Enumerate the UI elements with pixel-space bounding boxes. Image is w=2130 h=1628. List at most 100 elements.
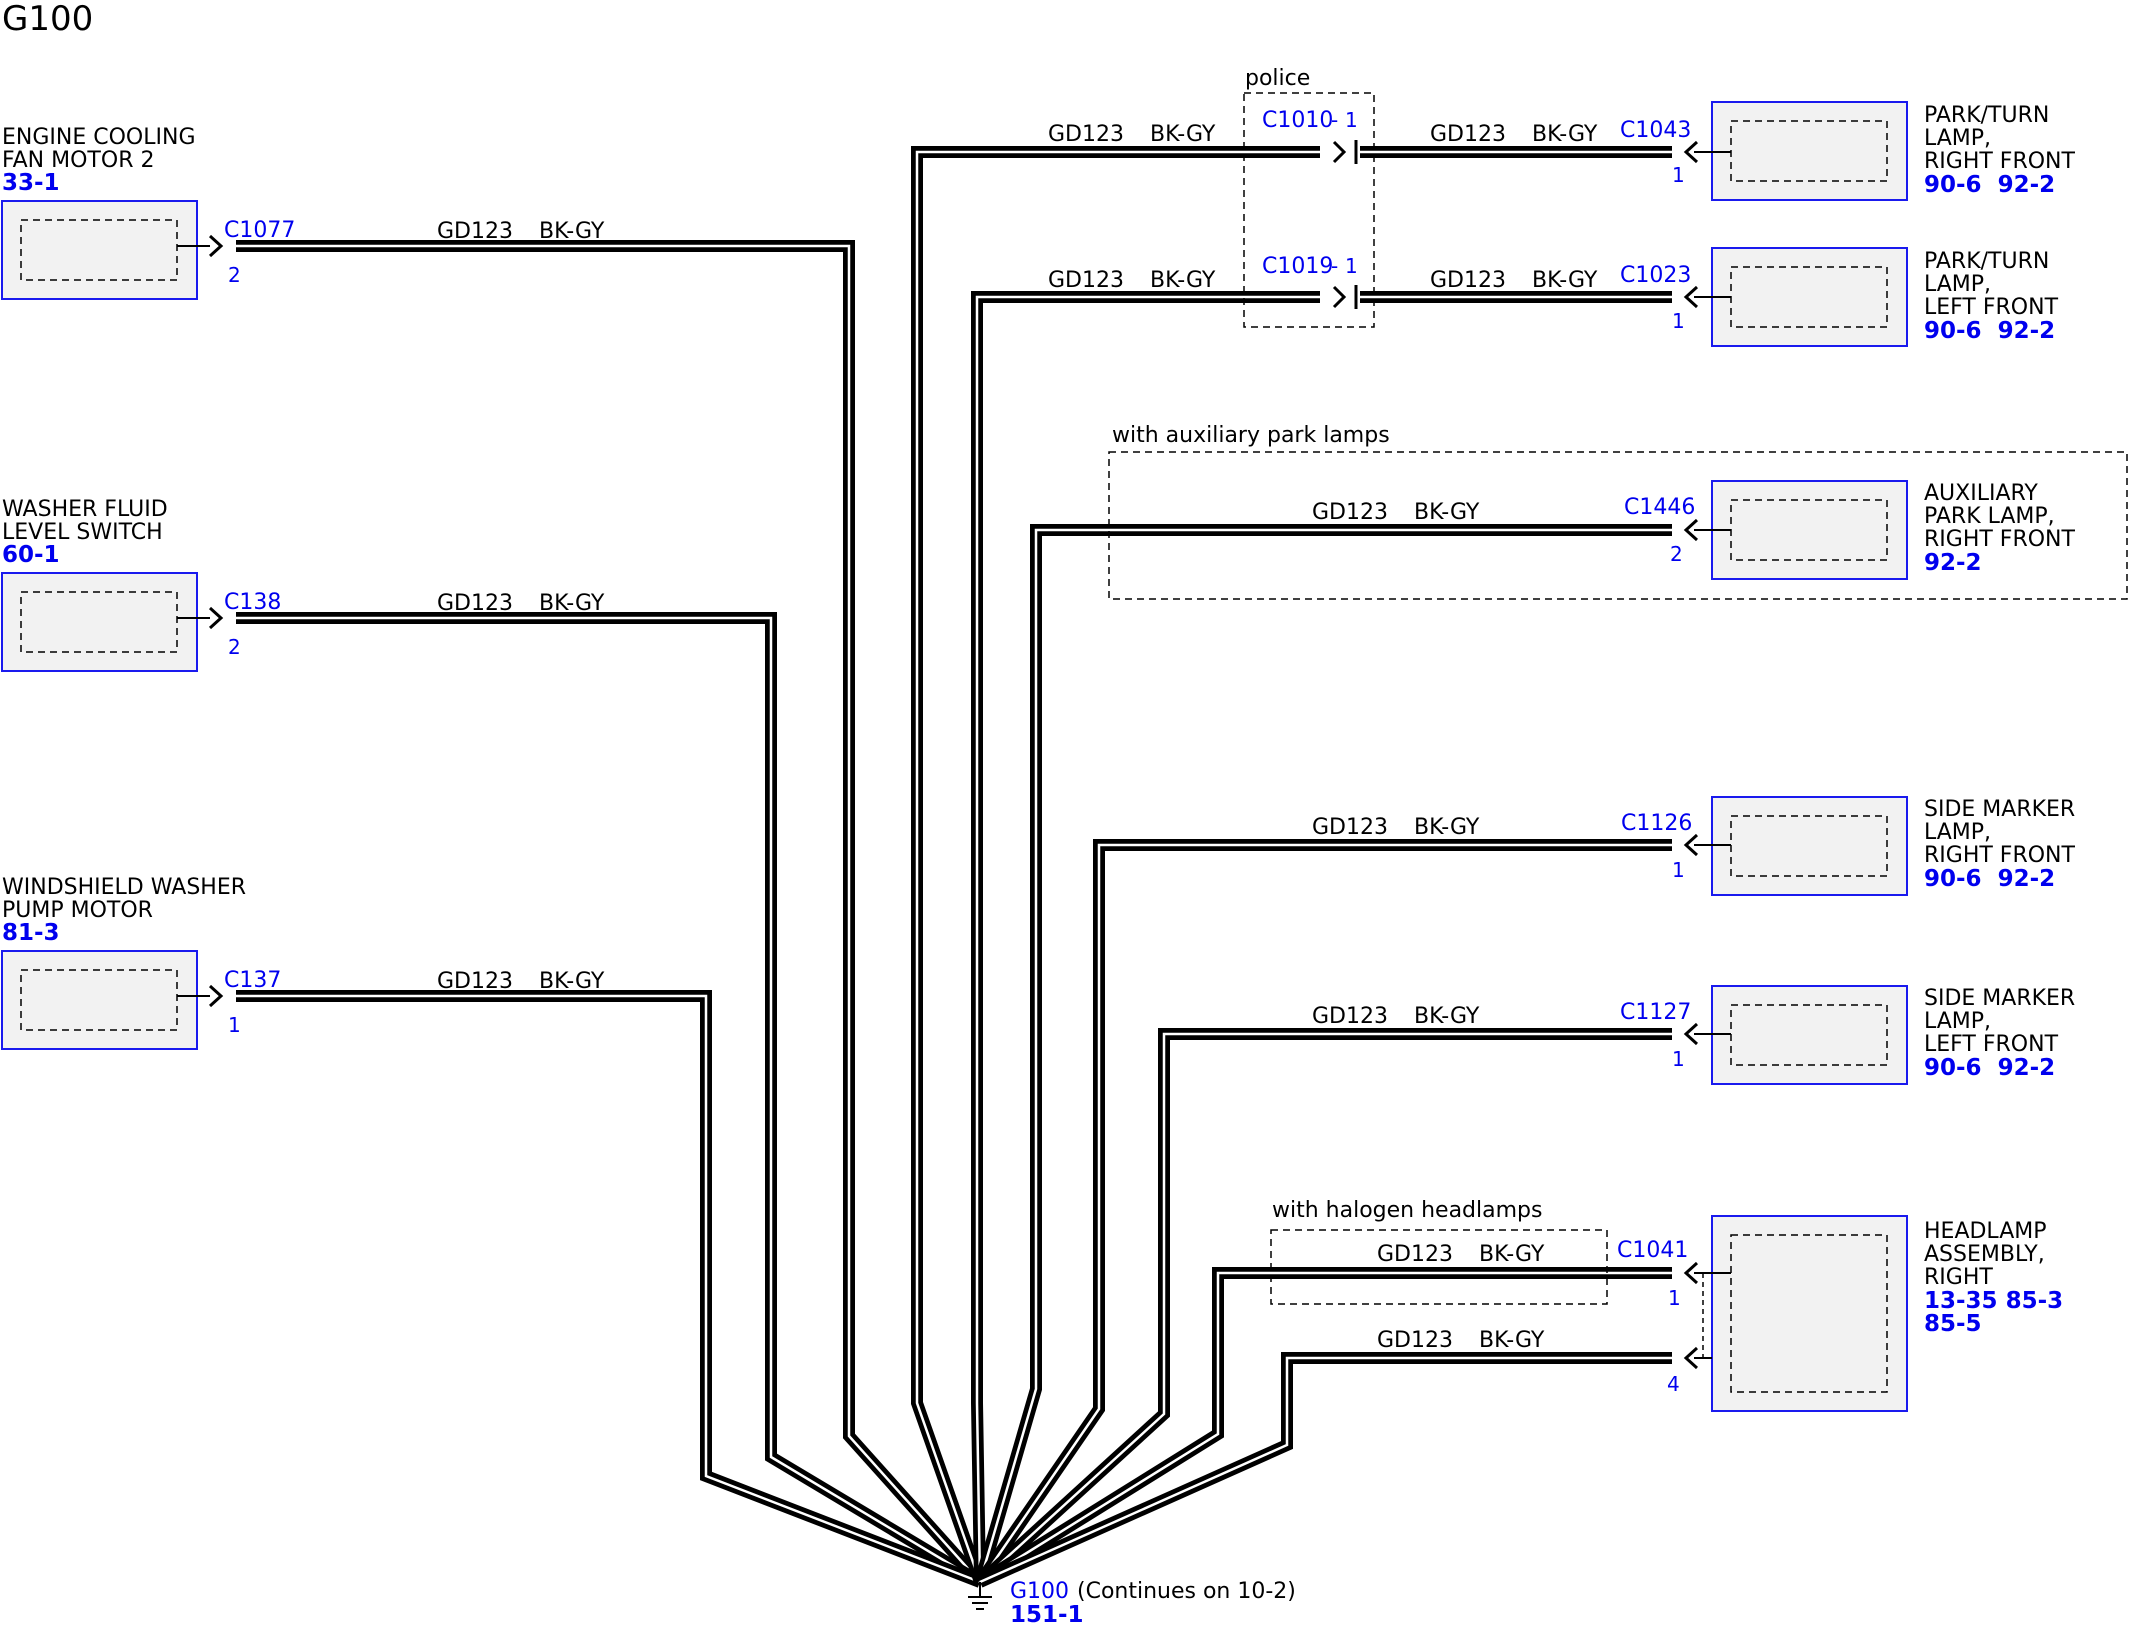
- wire-c1446[interactable]: [974, 524, 1672, 1584]
- pin-number: 1: [1668, 1286, 1681, 1310]
- component-engine-cooling-fan-motor-2[interactable]: ENGINE COOLING FAN MOTOR 2 33-1 C1077 2: [1, 125, 295, 300]
- component-name-line: RIGHT FRONT: [1924, 843, 2076, 868]
- wire-c137[interactable]: [236, 990, 983, 1588]
- pin-number: 4: [1667, 1372, 1680, 1396]
- component-ref-link[interactable]: 90-6 92-2: [1924, 866, 2055, 892]
- pin-number: 2: [228, 263, 241, 287]
- connector-c1446[interactable]: C1446: [1624, 495, 1695, 520]
- wire-c1019[interactable]: [971, 291, 1320, 1583]
- component-name-line: ASSEMBLY,: [1924, 1242, 2045, 1267]
- inline-connector-label: C1019: [1262, 254, 1333, 279]
- wire-c1010[interactable]: [911, 146, 1320, 1584]
- component-name-line: SIDE MARKER: [1924, 986, 2075, 1011]
- inline-separator: -: [1331, 108, 1338, 132]
- component-name-line: PARK/TURN: [1924, 103, 2049, 128]
- component-name-line: WASHER FLUID: [2, 497, 168, 522]
- component-auxiliary-park-lamp-right-front[interactable]: C1446 2 AUXILIARY PARK LAMP, RIGHT FRONT…: [1624, 480, 2076, 580]
- wire-c1127[interactable]: [975, 1028, 1672, 1587]
- component-park-turn-lamp-left-front[interactable]: C1023 1 PARK/TURN LAMP, LEFT FRONT 90-6 …: [1620, 247, 2059, 347]
- option-aux-label: with auxiliary park lamps: [1112, 423, 1390, 448]
- component-name-line: LEFT FRONT: [1924, 1032, 2059, 1057]
- component-name-line: RIGHT FRONT: [1924, 149, 2076, 174]
- component-ref-link[interactable]: 60-1: [2, 542, 60, 568]
- component-name-line: PUMP MOTOR: [2, 898, 153, 923]
- component-side-marker-lamp-left-front[interactable]: C1127 1 SIDE MARKER LAMP, LEFT FRONT 90-…: [1620, 985, 2075, 1085]
- wire-c1126[interactable]: [975, 839, 1672, 1586]
- component-ref-link[interactable]: 90-6 92-2: [1924, 172, 2055, 198]
- wire-c138[interactable]: [236, 612, 984, 1588]
- component-name-line: LAMP,: [1924, 1009, 1991, 1034]
- component-name-line: PARK/TURN: [1924, 249, 2049, 274]
- connector-c137[interactable]: C137: [224, 968, 281, 993]
- wire-bundle: [236, 146, 1672, 1588]
- wire-c1041-pin4[interactable]: [977, 1352, 1672, 1588]
- component-name-line: WINDSHIELD WASHER: [2, 875, 246, 900]
- component-ref-link[interactable]: 90-6 92-2: [1924, 1055, 2055, 1081]
- pin-number: 1: [1672, 858, 1685, 882]
- component-ref-link[interactable]: 90-6 92-2: [1924, 318, 2055, 344]
- pin-number: 2: [228, 635, 241, 659]
- component-name-line: LEFT FRONT: [1924, 295, 2059, 320]
- inline-pin: 1: [1345, 254, 1358, 278]
- connector-c1043[interactable]: C1043: [1620, 118, 1691, 143]
- connector-c1127[interactable]: C1127: [1620, 1000, 1691, 1025]
- component-ref-link[interactable]: 33-1: [2, 170, 60, 196]
- component-name-line: RIGHT FRONT: [1924, 527, 2076, 552]
- option-police: police: [1243, 66, 1375, 328]
- component-windshield-washer-pump-motor[interactable]: WINDSHIELD WASHER PUMP MOTOR 81-3 C137 1: [1, 875, 281, 1050]
- connector-c1077[interactable]: C1077: [224, 218, 295, 243]
- component-ref-link[interactable]: 81-3: [2, 920, 60, 946]
- option-aux: with auxiliary park lamps: [1108, 423, 2128, 600]
- page-title: G100: [2, 0, 93, 39]
- component-name-line: RIGHT: [1924, 1265, 1993, 1290]
- option-police-label: police: [1245, 66, 1310, 91]
- component-headlamp-assembly-right[interactable]: C1041 1 4 HEADLAMP ASSEMBLY, RIGHT 13-35…: [1617, 1215, 2063, 1412]
- component-name-line: PARK LAMP,: [1924, 504, 2055, 529]
- ground-note: (Continues on 10-2): [1077, 1579, 1296, 1604]
- component-name-line: FAN MOTOR 2: [2, 148, 154, 173]
- wire-c1041[interactable]: [976, 1267, 1672, 1588]
- component-ref-link[interactable]: 85-5: [1924, 1311, 1982, 1337]
- option-halogen: with halogen headlamps: [1270, 1198, 1608, 1305]
- inline-connector-label: C1010: [1262, 108, 1333, 133]
- component-name-line: LAMP,: [1924, 126, 1991, 151]
- component-name-line: SIDE MARKER: [1924, 797, 2075, 822]
- component-name-line: HEADLAMP: [1924, 1219, 2047, 1244]
- inline-connector-c1019[interactable]: C1019 - 1: [1262, 254, 1358, 309]
- ground-ref-link[interactable]: 151-1: [1010, 1602, 1084, 1628]
- inline-connector-c1010[interactable]: C1010 - 1: [1262, 108, 1358, 164]
- component-washer-fluid-level-switch[interactable]: WASHER FLUID LEVEL SWITCH 60-1 C138 2: [1, 497, 281, 672]
- component-name-line: LAMP,: [1924, 820, 1991, 845]
- component-name-line: AUXILIARY: [1924, 481, 2038, 506]
- option-halogen-label: with halogen headlamps: [1272, 1198, 1542, 1223]
- wire-c1077[interactable]: [236, 240, 985, 1587]
- ground-g100[interactable]: G100 (Continues on 10-2) 151-1: [968, 1579, 1296, 1628]
- pin-number: 1: [1672, 309, 1685, 333]
- connector-c138[interactable]: C138: [224, 590, 281, 615]
- pin-number: 1: [1672, 163, 1685, 187]
- connector-c1023[interactable]: C1023: [1620, 263, 1691, 288]
- component-name-line: LEVEL SWITCH: [2, 520, 163, 545]
- pin-number: 2: [1670, 542, 1683, 566]
- component-park-turn-lamp-right-front[interactable]: C1043 1 PARK/TURN LAMP, RIGHT FRONT 90-6…: [1620, 101, 2076, 201]
- pin-number: 1: [228, 1013, 241, 1037]
- connector-c1041[interactable]: C1041: [1617, 1238, 1688, 1263]
- component-ref-link[interactable]: 92-2: [1924, 550, 1982, 576]
- ground-label: G100: [1010, 1579, 1069, 1604]
- component-side-marker-lamp-right-front[interactable]: C1126 1 SIDE MARKER LAMP, RIGHT FRONT 90…: [1621, 796, 2076, 896]
- connector-c1126[interactable]: C1126: [1621, 811, 1692, 836]
- component-ref-link[interactable]: 13-35 85-3: [1924, 1288, 2063, 1314]
